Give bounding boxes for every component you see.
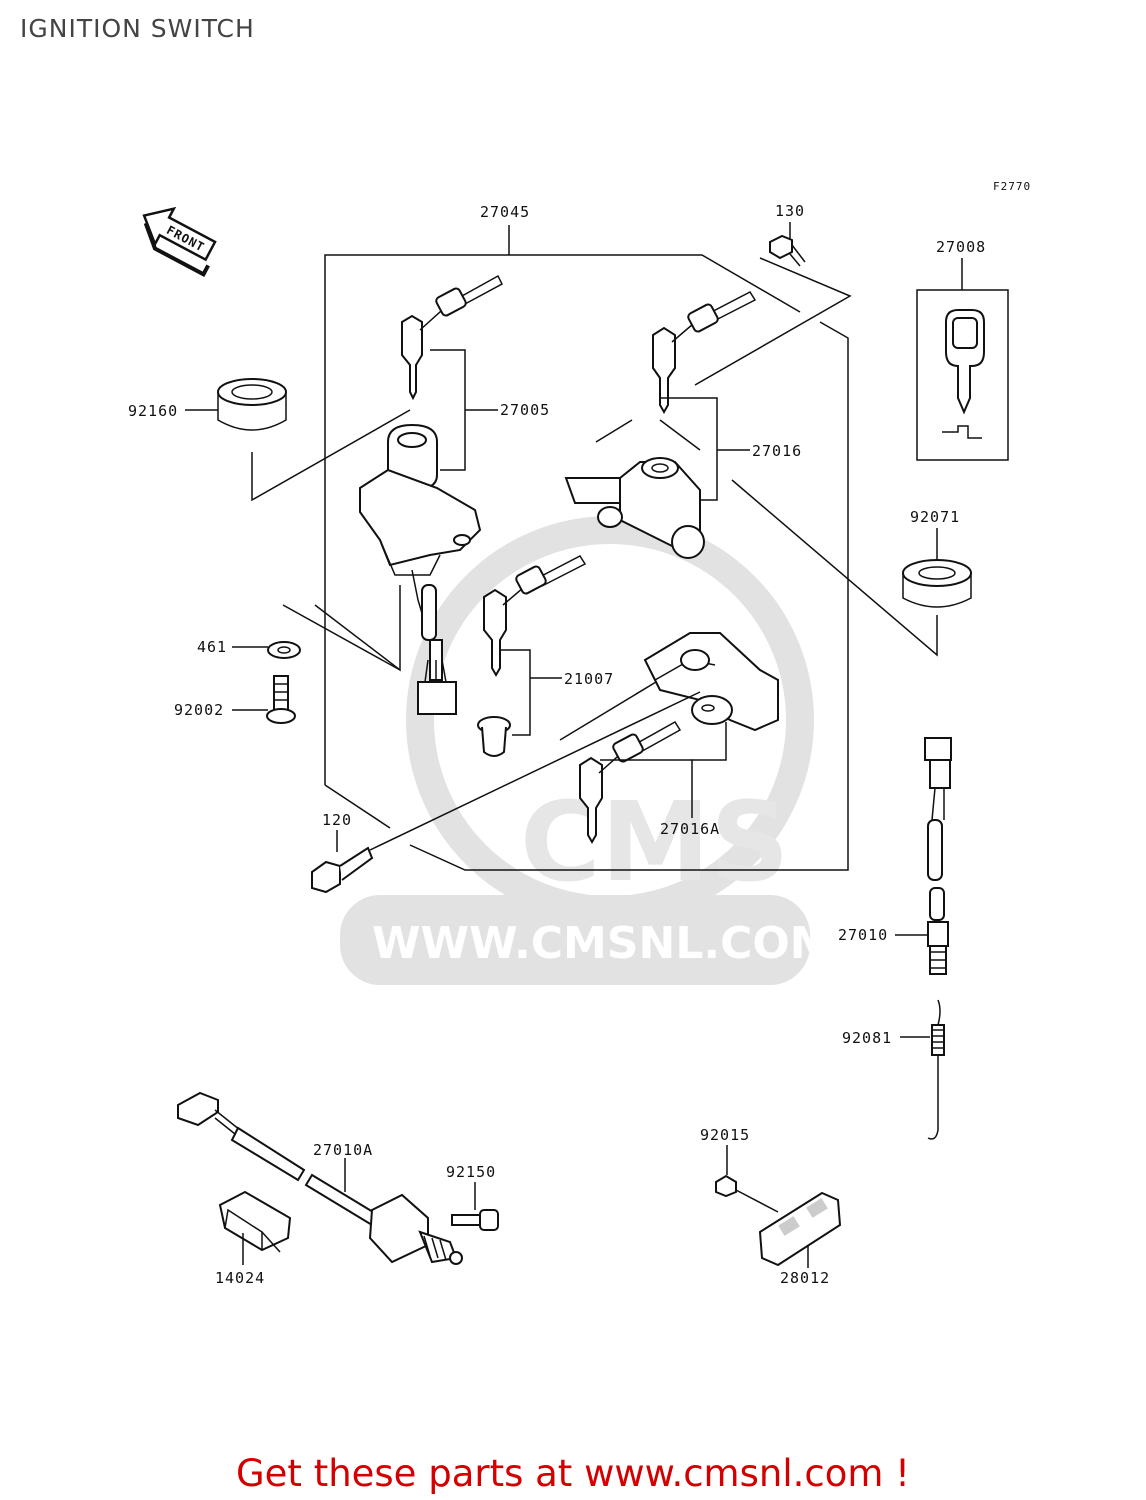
watermark: CMS WWW.CMSNL.COM	[340, 516, 834, 985]
ignition-switch-27005	[282, 274, 503, 715]
key-blank-27008	[916, 258, 1009, 461]
set-frame-27045	[324, 225, 849, 871]
part-27016A: 27016A	[660, 820, 720, 838]
grommet-92071	[902, 528, 972, 608]
grommet-92160	[185, 378, 411, 502]
watermark-url: WWW.CMSNL.COM	[372, 918, 834, 969]
nut-92015	[715, 1145, 779, 1213]
part-92081: 92081	[842, 1029, 892, 1047]
lock-27016	[564, 291, 938, 657]
washer-461	[232, 641, 301, 659]
part-92015: 92015	[700, 1126, 750, 1144]
part-130: 130	[775, 202, 805, 220]
part-28012: 28012	[780, 1269, 830, 1287]
part-92071: 92071	[910, 508, 960, 526]
part-461: 461	[197, 638, 227, 656]
part-21007: 21007	[564, 670, 614, 688]
bolt-120	[311, 830, 374, 894]
switch-27010	[895, 737, 952, 975]
cta-link[interactable]: Get these parts at www.cmsnl.com !	[235, 1452, 910, 1495]
spring-92081	[900, 999, 945, 1140]
switch-27010A	[177, 1091, 463, 1265]
front-arrow-icon: FRONT	[142, 206, 217, 278]
watermark-logo: CMS	[520, 778, 789, 906]
part-27008: 27008	[936, 238, 986, 256]
seat-lock-27016A	[369, 632, 779, 851]
label-28012	[758, 1191, 842, 1268]
lock-set-21007	[477, 555, 587, 757]
part-92160: 92160	[128, 402, 178, 420]
figure-code: F2770	[993, 180, 1031, 193]
part-27005: 27005	[500, 401, 550, 419]
part-92002: 92002	[174, 701, 224, 719]
screw-92150	[451, 1182, 499, 1231]
page-title: IGNITION SWITCH	[20, 14, 255, 43]
bolt-130	[694, 222, 852, 386]
part-120: 120	[322, 811, 352, 829]
screw-92002	[232, 675, 296, 724]
part-27016: 27016	[752, 442, 802, 460]
part-27045: 27045	[480, 203, 530, 221]
cover-14024	[218, 1190, 292, 1265]
part-14024: 14024	[215, 1269, 265, 1287]
part-27010: 27010	[838, 926, 888, 944]
part-27010A: 27010A	[313, 1141, 373, 1159]
part-92150: 92150	[446, 1163, 496, 1181]
